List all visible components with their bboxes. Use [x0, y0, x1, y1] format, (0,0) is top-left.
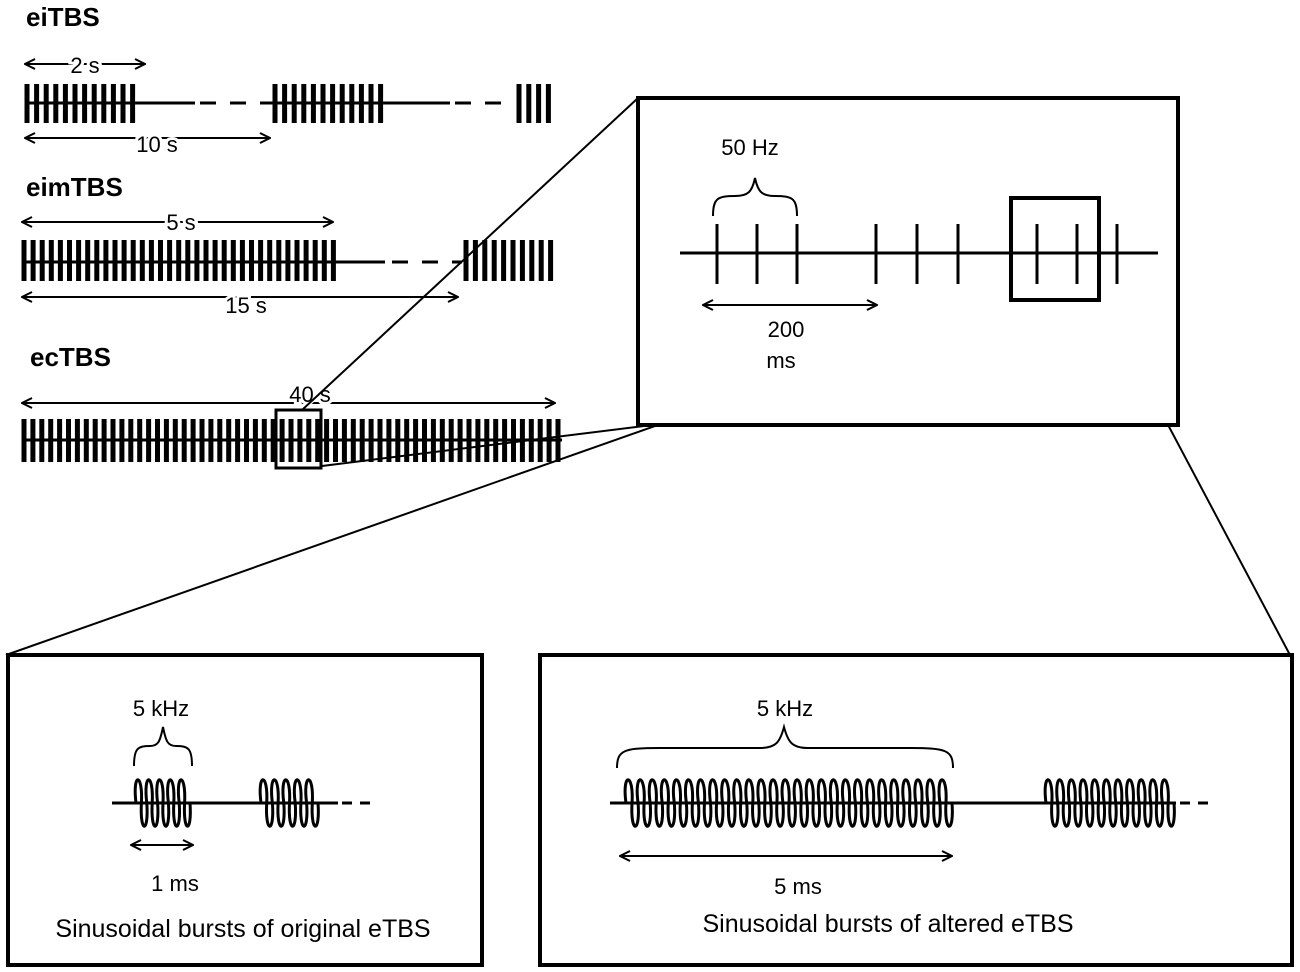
eitbs-pulse	[516, 84, 522, 123]
eitbs-burst-label: 2 s	[70, 53, 99, 78]
zoom-panel-frame	[636, 96, 1180, 427]
altered-frequency-brace	[616, 723, 954, 769]
zoom-burst-box	[1009, 196, 1101, 302]
eitbs-pulse	[545, 84, 551, 123]
connector-top	[301, 97, 639, 411]
eitbs-pulse	[526, 84, 532, 123]
altered-sinusoid-burst-1	[623, 778, 954, 828]
eimtbs-pulse	[472, 240, 478, 281]
eimtbs-pulse	[482, 240, 488, 281]
eitbs-pulse	[536, 84, 542, 123]
eitbs-cycle-label: 10 s	[136, 132, 178, 157]
zoom-frequency-brace	[712, 177, 798, 217]
altered-duration-label: 5 ms	[774, 874, 822, 899]
zoom-frequency-label: 50 Hz	[721, 135, 778, 160]
eimtbs-pulse	[538, 240, 544, 281]
eimtbs-pulse	[501, 240, 507, 281]
eimtbs-cycle-label: 15 s	[225, 293, 267, 318]
eimtbs-pulse	[463, 240, 469, 281]
eimtbs-pulse	[491, 240, 497, 281]
original-panel-frame	[6, 653, 484, 967]
zoom-pulse-panel: 50 Hz 200 ms	[636, 96, 1180, 427]
eimtbs-title: eimTBS	[26, 172, 123, 202]
altered-etbs-panel: 5 kHz 5 ms Sinusoidal bursts of altered …	[538, 653, 1294, 967]
zoom-interval-label-1: 200	[768, 317, 805, 342]
original-sinusoid-burst-1	[133, 778, 192, 828]
ectbs-title: ecTBS	[30, 342, 111, 372]
eimtbs-burst-label: 5 s	[166, 210, 195, 235]
connector-bottom	[321, 424, 653, 467]
eimtbs-pulse	[548, 240, 554, 281]
ectbs-zoom-box	[274, 408, 323, 470]
altered-caption: Sinusoidal bursts of altered eTBS	[702, 910, 1073, 938]
eimtbs-section: eimTBS 5 s 15 s	[22, 172, 554, 321]
original-sinusoid-burst-2	[258, 778, 320, 828]
eimtbs-pulse	[510, 240, 516, 281]
original-caption: Sinusoidal bursts of original eTBS	[55, 915, 430, 943]
ectbs-total-label: 40 s	[289, 382, 331, 407]
eimtbs-pulse	[529, 240, 535, 281]
original-frequency-brace	[133, 726, 193, 767]
eimtbs-pulse	[519, 240, 525, 281]
original-etbs-panel: 5 kHz 1 ms Sinusoidal bursts of original…	[6, 653, 484, 967]
original-duration-label: 1 ms	[151, 871, 199, 896]
eitbs-section: eiTBS 2 s 10 s	[25, 2, 551, 160]
altered-frequency-label: 5 kHz	[757, 696, 813, 721]
altered-sinusoid-burst-2	[1043, 778, 1176, 828]
zoom-interval-label-2: ms	[766, 348, 795, 373]
eitbs-title: eiTBS	[26, 2, 100, 32]
original-frequency-label: 5 kHz	[133, 696, 189, 721]
ectbs-section: ecTBS 40 s	[22, 342, 562, 470]
zoom-pulse-ticks	[715, 224, 1119, 284]
